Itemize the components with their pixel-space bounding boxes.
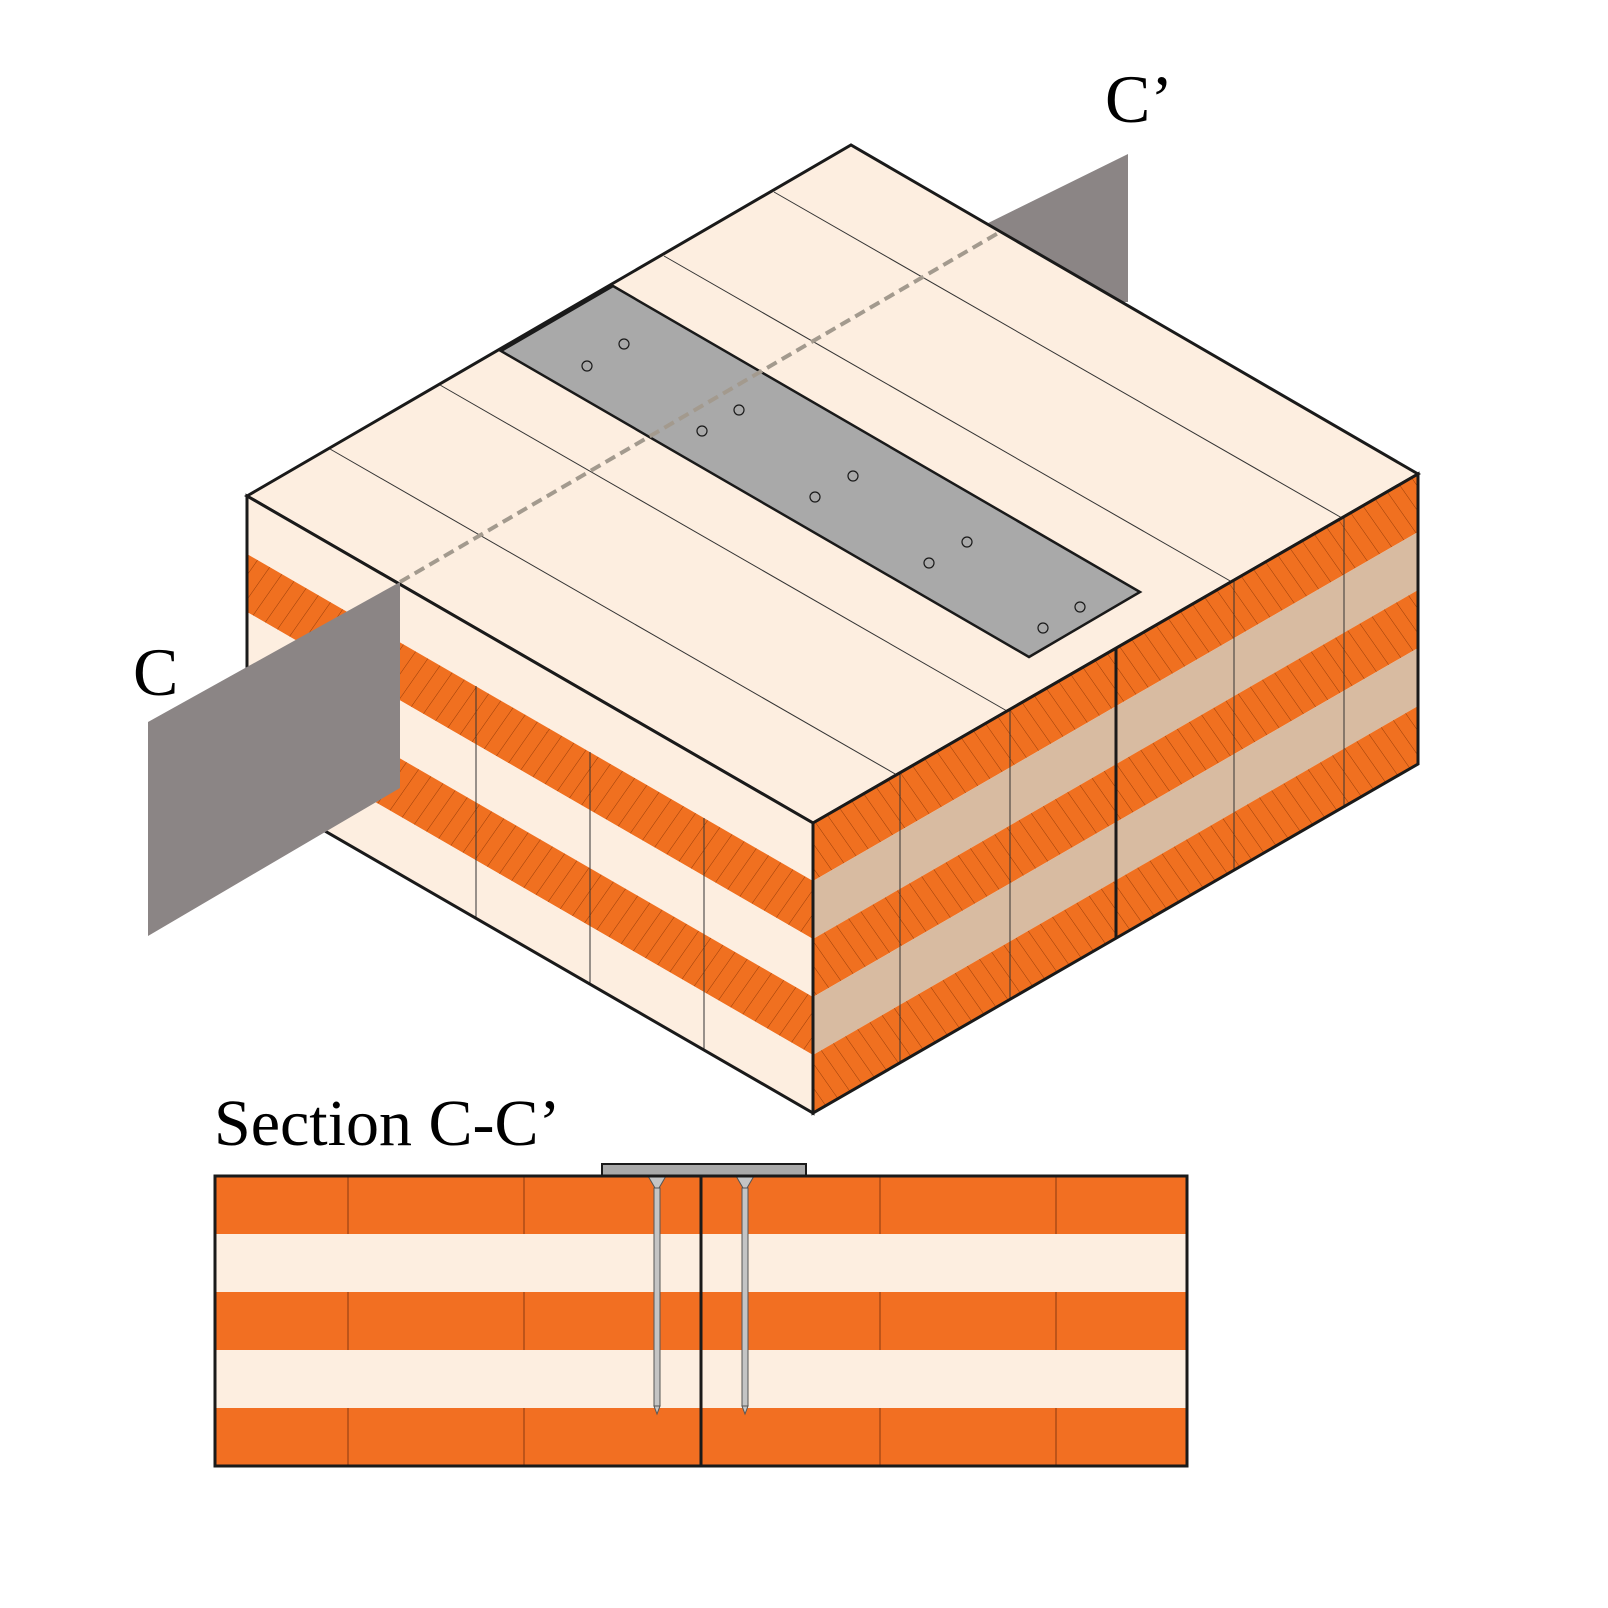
countersunk-screw-icon [733, 404, 745, 416]
section-spline-plate [601, 1163, 807, 1177]
isometric-view: C C’ [133, 61, 1421, 1116]
countersunk-screw-icon [961, 536, 973, 548]
countersunk-screw-icon [618, 338, 630, 350]
section-outline [213, 1174, 1189, 1468]
cut-label-start: C [133, 634, 178, 710]
right-face [811, 471, 1420, 1116]
countersunk-screw-icon [1037, 622, 1049, 634]
section-cut-line [398, 230, 1002, 584]
countersunk-screw-icon [581, 360, 593, 372]
top-face-board-seams [329, 191, 1343, 776]
countersunk-screw-icon [647, 1175, 667, 1416]
countersunk-screw-icon [809, 491, 821, 503]
section-title: Section C-C’ [214, 1087, 560, 1160]
section-screws [647, 1175, 755, 1416]
section-view: Section C-C’ [213, 1087, 1189, 1468]
cut-label-end: C’ [1105, 61, 1173, 137]
section-board-joints [347, 1176, 1057, 1466]
countersunk-screw-icon [923, 557, 935, 569]
countersunk-screw-icon [696, 425, 708, 437]
plate-screws [581, 338, 1086, 634]
countersunk-screw-icon [1074, 601, 1086, 613]
cut-plane-front [148, 582, 400, 936]
spline-plate [498, 284, 1143, 659]
countersunk-screw-icon [847, 470, 859, 482]
countersunk-screw-icon [735, 1175, 755, 1416]
